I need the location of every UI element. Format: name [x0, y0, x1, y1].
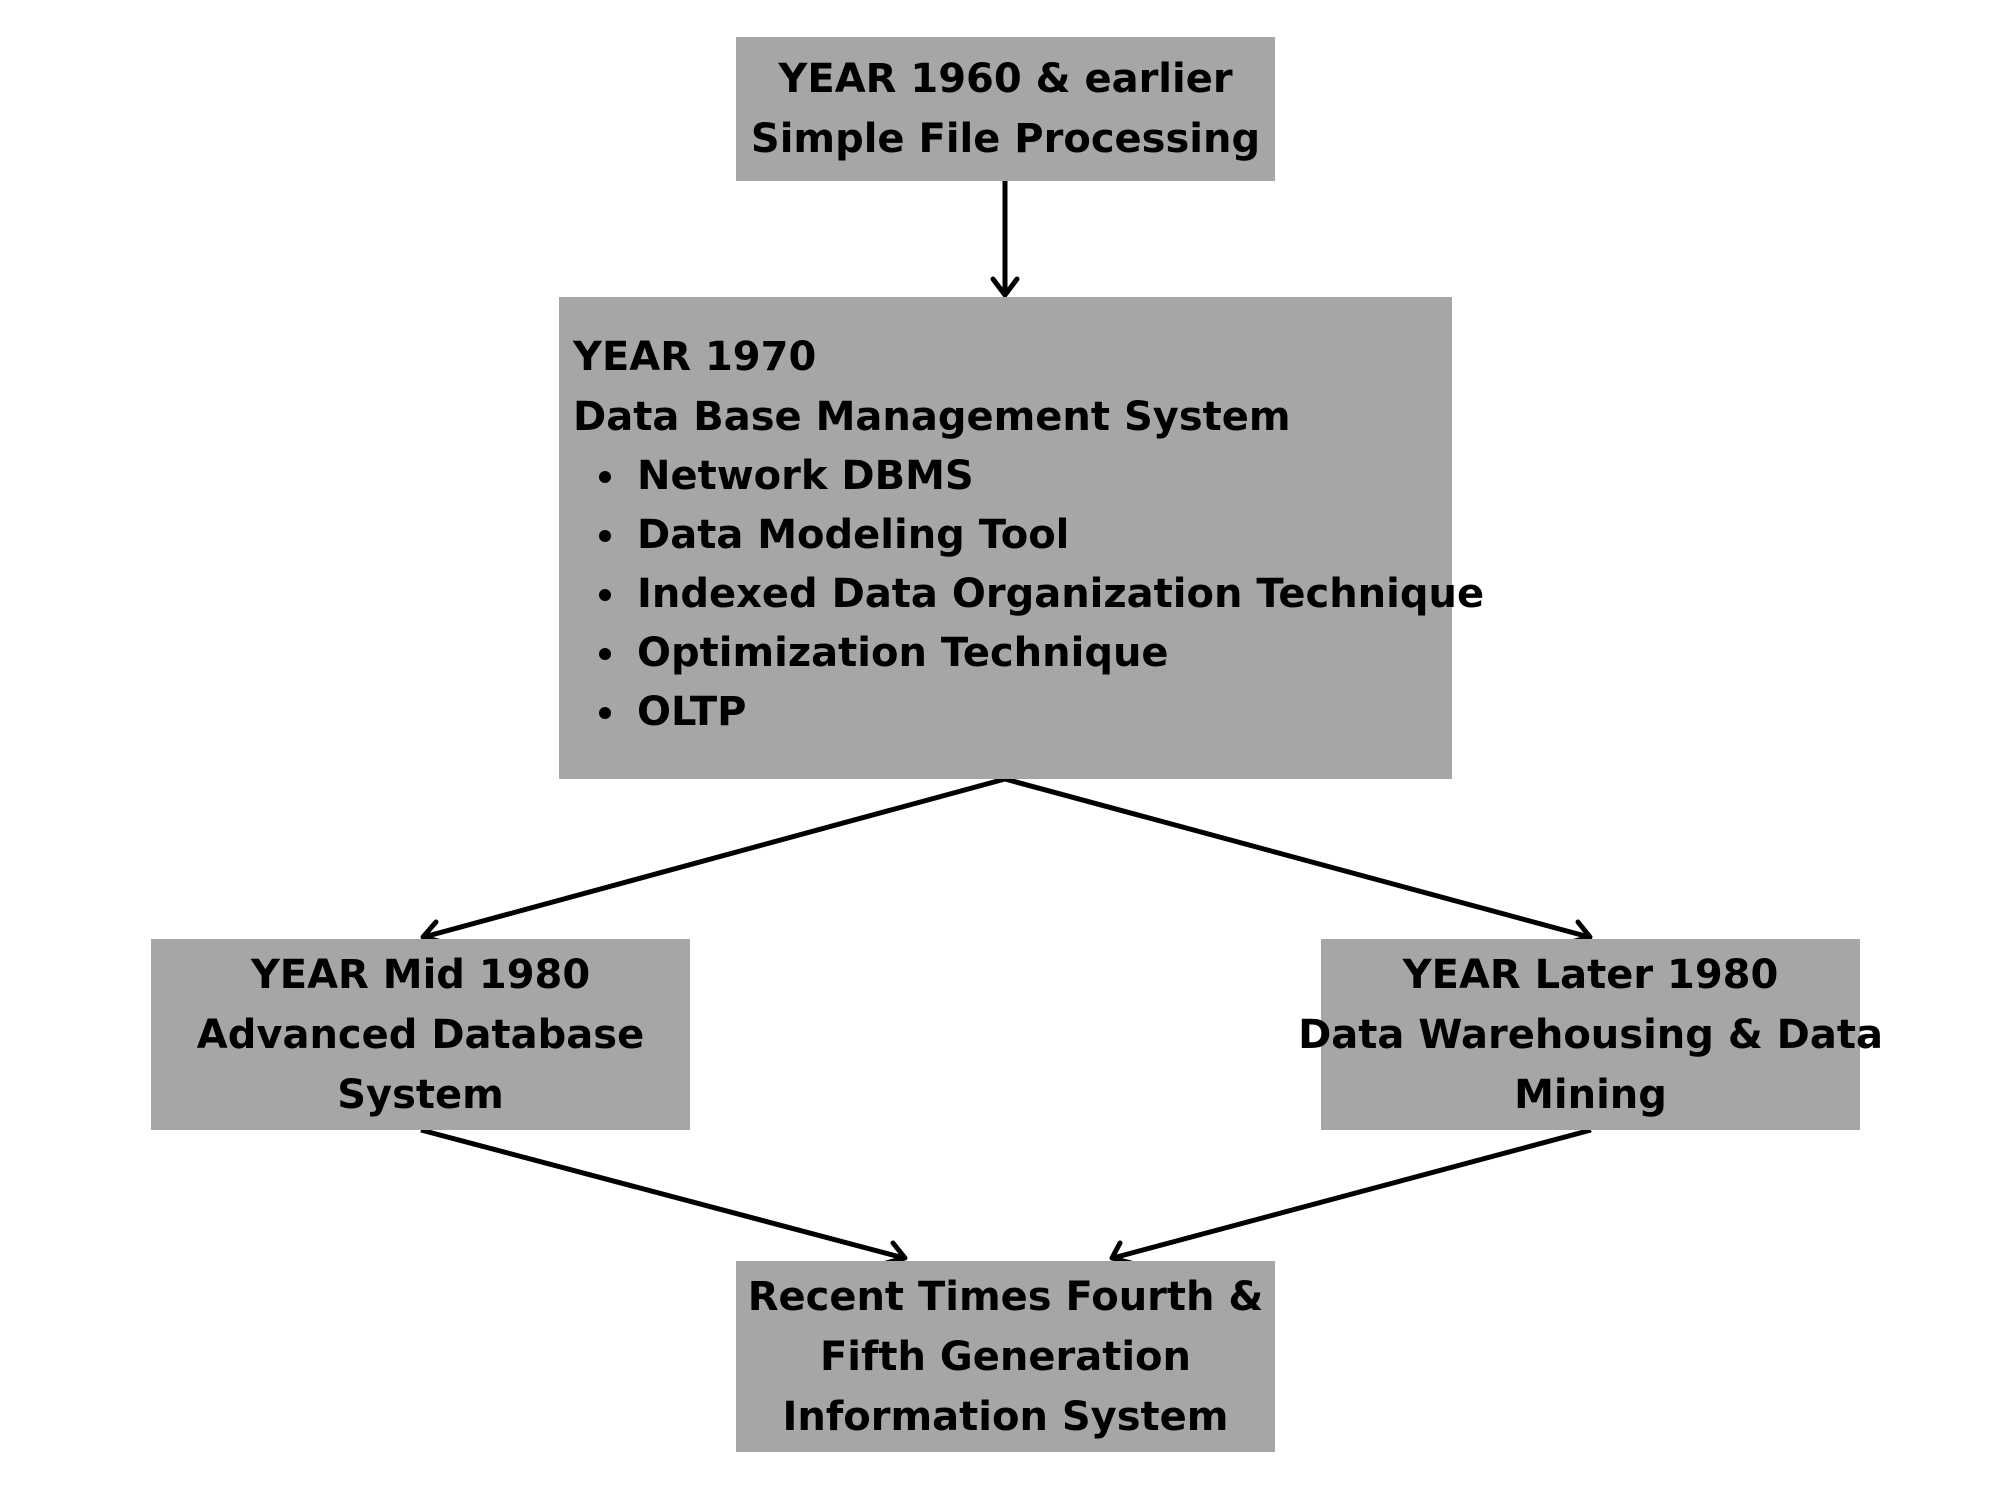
feature-list-item: Indexed Data Organization Technique [573, 565, 1484, 624]
node-year-1970-title: YEAR 1970 [573, 334, 817, 380]
feature-list-item-label: OLTP [637, 689, 747, 735]
node-year-mid-1980: YEAR Mid 1980 Advanced Database System [151, 939, 690, 1130]
node-year-1970: YEAR 1970 Data Base Management System Ne… [559, 297, 1484, 779]
arrow-1970-to-later1980 [1004, 776, 1590, 940]
bullet-icon [599, 471, 611, 483]
bullet-icon [599, 648, 611, 660]
node-year-mid-1980-line-3: System [337, 1071, 504, 1118]
node-year-later-1980-line-2: Data Warehousing & Data [1298, 1011, 1883, 1058]
node-recent-times: Recent Times Fourth & Fifth Generation I… [736, 1261, 1275, 1452]
node-year-1970-subtitle: Data Base Management System [573, 394, 1291, 440]
arrow-later1980-to-recent [1112, 1127, 1592, 1261]
node-year-mid-1980-line-2: Advanced Database [196, 1011, 645, 1058]
node-year-1960-line-1: YEAR 1960 & earlier [778, 56, 1233, 102]
node-year-later-1980: YEAR Later 1980 Data Warehousing & Data … [1298, 939, 1883, 1130]
node-year-later-1980-line-1: YEAR Later 1980 [1402, 951, 1779, 998]
node-recent-times-line-2: Fifth Generation [819, 1333, 1192, 1380]
node-year-1960: YEAR 1960 & earlier Simple File Processi… [736, 37, 1275, 181]
node-recent-times-line-3: Information System [782, 1393, 1229, 1440]
bullet-icon [599, 707, 611, 719]
feature-list-item-label: Indexed Data Organization Technique [637, 571, 1485, 617]
feature-list-item: Optimization Technique [573, 624, 1452, 683]
feature-list-item: OLTP [573, 683, 1452, 742]
node-year-1960-line-2: Simple File Processing [750, 116, 1261, 162]
node-recent-times-line-1: Recent Times Fourth & [747, 1273, 1264, 1320]
feature-list-item: Data Modeling Tool [573, 506, 1452, 565]
node-year-later-1980-line-3: Mining [1514, 1071, 1667, 1118]
node-year-1970-feature-list: Network DBMS Data Modeling Tool Indexed … [573, 447, 1484, 742]
feature-list-item-label: Network DBMS [637, 453, 974, 499]
feature-list-item: Network DBMS [573, 447, 1452, 506]
node-year-mid-1980-line-1: YEAR Mid 1980 [250, 951, 591, 998]
bullet-icon [599, 530, 611, 542]
feature-list-item-label: Optimization Technique [637, 630, 1169, 676]
arrow-mid1980-to-recent [420, 1127, 905, 1261]
bullet-icon [599, 589, 611, 601]
arrowhead-1960-to-1970 [990, 276, 1020, 298]
arrow-1970-to-mid1980 [423, 776, 1006, 940]
feature-list-item-label: Data Modeling Tool [637, 512, 1070, 558]
